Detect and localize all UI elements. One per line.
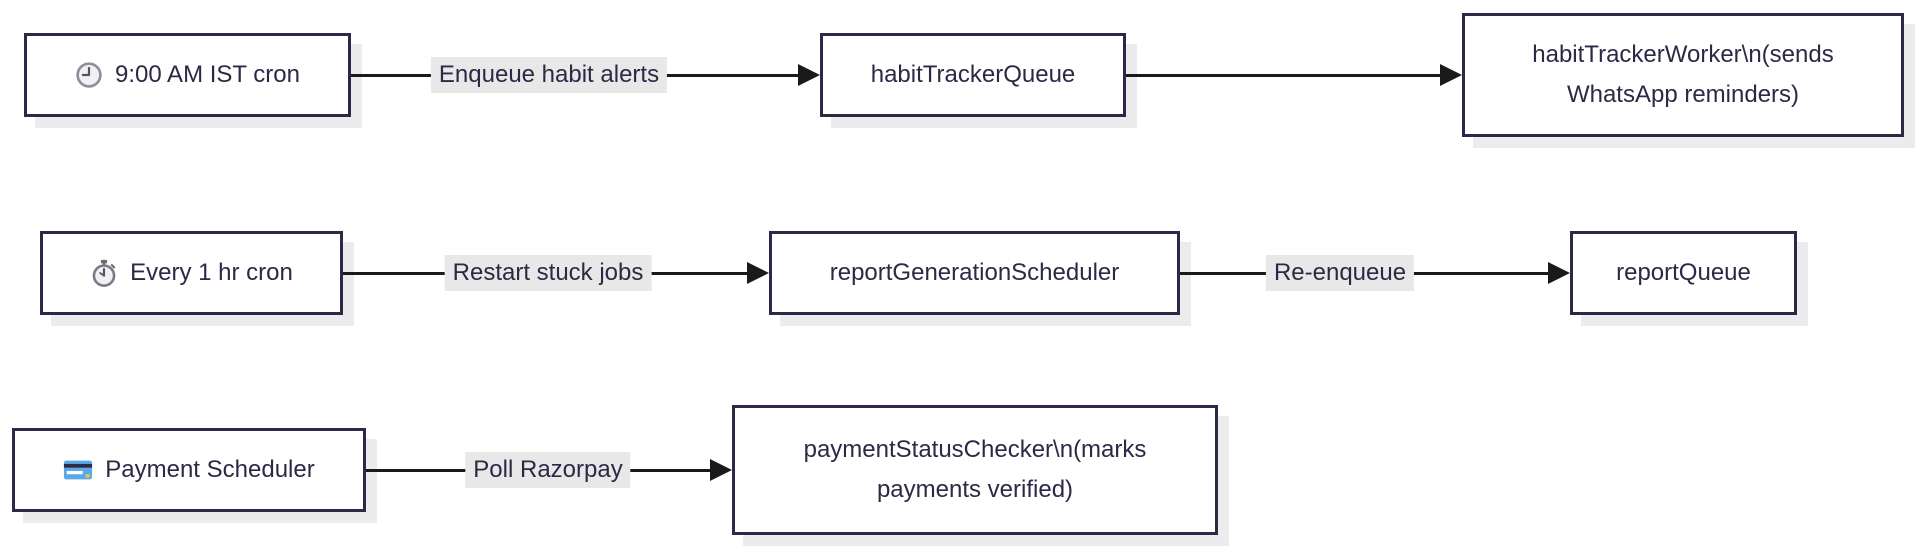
arrow-head [1440, 64, 1462, 86]
node-label: 9:00 AM IST cron [115, 61, 300, 88]
node-report-generation-scheduler: reportGenerationScheduler [769, 231, 1180, 315]
credit-card-icon [64, 460, 93, 480]
node-habit-tracker-worker: habitTrackerWorker\n(sends WhatsApp remi… [1462, 13, 1904, 137]
edge-line [1126, 74, 1442, 77]
node-label-line: paymentStatusChecker\n(marks [803, 436, 1147, 464]
node-label: Payment Scheduler [105, 456, 315, 483]
edge-label: Enqueue habit alerts [430, 57, 668, 93]
arrow-head [798, 64, 820, 86]
clock-icon [76, 62, 102, 88]
node-report-queue: reportQueue [1570, 231, 1797, 315]
node-label: reportGenerationScheduler [829, 259, 1120, 286]
edge-label: Poll Razorpay [465, 452, 631, 488]
node-label: habitTrackerQueue [870, 61, 1076, 88]
node-label-line: WhatsApp reminders) [1566, 81, 1800, 108]
node-payment-status-checker: paymentStatusChecker\n(marks payments ve… [732, 405, 1218, 535]
stopwatch-icon [92, 259, 116, 287]
arrow-head [1548, 262, 1570, 284]
edge-label: Restart stuck jobs [444, 255, 652, 291]
node-payment-scheduler: Payment Scheduler [12, 428, 366, 512]
node-habit-tracker-queue: habitTrackerQueue [820, 33, 1126, 117]
arrow-head [747, 262, 769, 284]
node-label-line: payments verified) [876, 476, 1074, 503]
node-label: reportQueue [1616, 259, 1751, 286]
node-cron-9am: 9:00 AM IST cron [24, 33, 351, 117]
edge-label: Re-enqueue [1265, 255, 1415, 291]
node-label-line: habitTrackerWorker\n(sends [1532, 41, 1834, 69]
node-label: Every 1 hr cron [130, 259, 293, 286]
arrow-head [710, 459, 732, 481]
node-hourly-cron: Every 1 hr cron [40, 231, 343, 315]
